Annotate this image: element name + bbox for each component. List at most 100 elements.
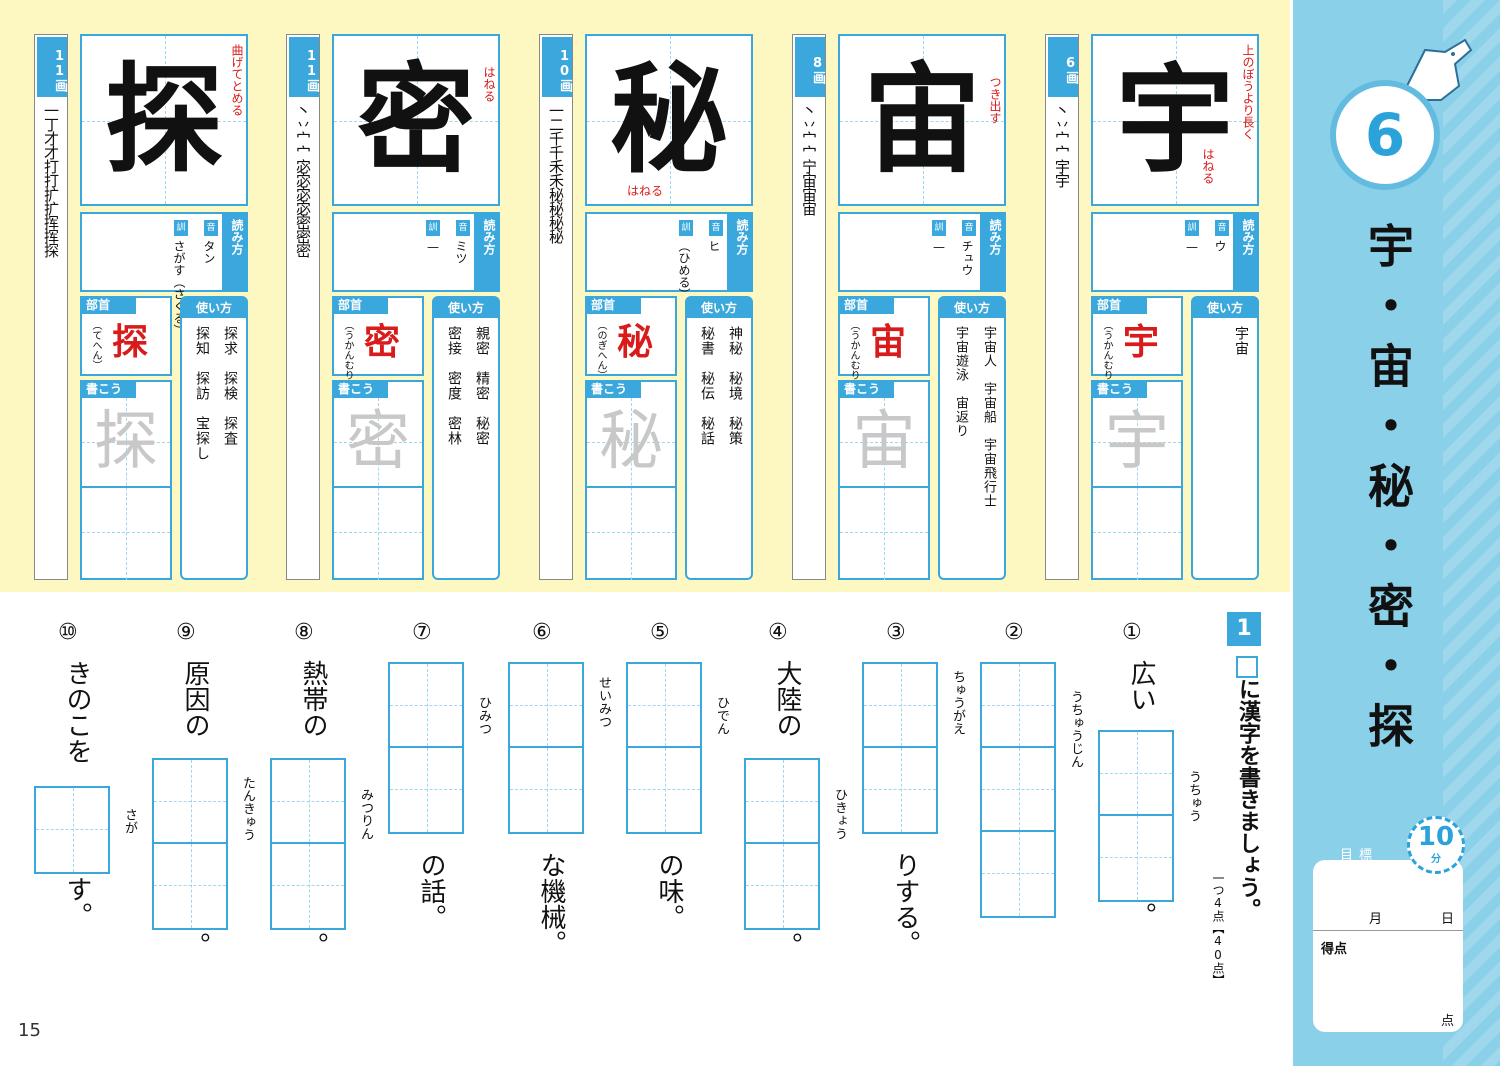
usage-tag: 使い方 xyxy=(182,298,246,318)
item-before: 原因の xyxy=(180,660,210,738)
on-reading: チュウ xyxy=(960,240,974,276)
question-header: 1 に漢字を書きましょう。 一つ4点【40点】 xyxy=(1211,612,1261,986)
radical-box: 部首 （てへん） 探 xyxy=(80,296,172,376)
kun-tag: 訓 xyxy=(426,220,440,236)
usage-box: 使い方 探求 探検 探査 探知 探訪 宝探し xyxy=(180,296,248,580)
item-number: ② xyxy=(1004,620,1024,645)
reading-tag: 読み方 xyxy=(474,214,498,290)
practice-box[interactable]: 書こう 宙 xyxy=(838,380,930,580)
stroke-order-column: 11画 丶丷宀宀宓宓宓宓密密密 xyxy=(286,34,320,580)
practice-box[interactable]: 書こう 秘 xyxy=(585,380,677,580)
item-number: ⑥ xyxy=(532,620,552,645)
item-after: 。 xyxy=(298,932,328,958)
timer-value: 10 xyxy=(1417,822,1455,852)
practice-box[interactable]: 書こう 密 xyxy=(332,380,424,580)
practice-box[interactable]: 書こう 探 xyxy=(80,380,172,580)
stroke-order-column: 6画 丶丷宀宀宇宇 xyxy=(1045,34,1079,580)
furigana: うちゅう xyxy=(1186,770,1201,822)
usage-line: 宇宙遊泳 宙返り xyxy=(953,326,968,438)
question-points: 一つ4点【40点】 xyxy=(1211,872,1225,986)
answer-box[interactable] xyxy=(388,662,464,834)
item-before: 熱帯の xyxy=(298,660,328,738)
question-item-10: ⑩ きのこを さが す。 xyxy=(32,620,137,1040)
usage-list: 親密 精密 秘密 密接 密度 密林 xyxy=(436,326,492,446)
practice-box[interactable]: 書こう 宇 xyxy=(1091,380,1183,580)
kun-reading: （ひめる） xyxy=(677,240,691,300)
item-number: ⑦ xyxy=(412,620,432,645)
item-before: きのこを xyxy=(62,660,92,764)
model-kanji-box: 探 曲げてとめる xyxy=(80,34,248,206)
radical-name: （うかんむり） xyxy=(1101,320,1112,390)
answer-box[interactable] xyxy=(508,662,584,834)
usage-line: 宇宙 xyxy=(1233,326,1249,356)
furigana: ひでん xyxy=(714,696,729,735)
timer-icon: 10 分 xyxy=(1407,816,1465,874)
stroke-note: 曲げてとめる xyxy=(230,44,244,116)
stroke-order-column: 8画 丶丷宀宀宁宙宙宙 xyxy=(792,34,826,580)
score-box: 月 日 得点 点 xyxy=(1313,860,1463,1032)
trace-kanji: 宙 xyxy=(852,405,916,479)
furigana: たんきゅう xyxy=(240,776,255,841)
stroke-count: 11画 xyxy=(37,37,67,97)
question-item-2: ② うちゅうじん xyxy=(978,620,1083,1040)
furigana: ひきょう xyxy=(832,788,847,840)
kun-reading: — xyxy=(426,240,440,254)
on-tag: 音 xyxy=(456,220,470,236)
answer-box[interactable] xyxy=(34,786,110,874)
stroke-count: 11画 xyxy=(289,37,319,97)
radical-tag: 部首 xyxy=(838,296,894,314)
radical-kanji: 宇 xyxy=(1123,322,1160,363)
on-reading: ウ xyxy=(1213,240,1227,252)
radical-tag: 部首 xyxy=(80,296,136,314)
lesson-number-badge: 6 xyxy=(1330,80,1440,190)
on-tag: 音 xyxy=(204,220,218,236)
answer-box[interactable] xyxy=(980,662,1056,918)
radical-kanji: 秘 xyxy=(617,322,654,363)
item-after: す。 xyxy=(62,876,92,928)
answer-box[interactable] xyxy=(862,662,938,834)
kun-tag: 訓 xyxy=(679,220,693,236)
answer-box[interactable] xyxy=(152,758,228,930)
model-kanji: 密 xyxy=(356,50,475,189)
month-label: 月 xyxy=(1369,912,1383,927)
model-kanji: 秘 xyxy=(609,50,728,189)
answer-box[interactable] xyxy=(1098,730,1174,902)
on-tag: 音 xyxy=(1215,220,1229,236)
stroke-sequence: 丶丷宀宀宓宓宓宓密密密 xyxy=(294,103,312,257)
radical-kanji: 宙 xyxy=(870,322,907,363)
answer-box[interactable] xyxy=(270,758,346,930)
stroke-count: 10画 xyxy=(542,37,572,97)
usage-list: 宇宙人 宇宙船 宇宙飛行士 宇宙遊泳 宙返り xyxy=(942,326,998,508)
question-item-6: ⑥ せいみつ な機械。 xyxy=(506,620,611,1040)
item-number: ① xyxy=(1122,620,1142,645)
stroke-note: はねる xyxy=(627,184,664,198)
item-before: 大陸の xyxy=(772,660,802,738)
furigana: さが xyxy=(122,808,137,834)
stroke-note: つき出す xyxy=(988,76,1002,124)
item-after: りする。 xyxy=(890,852,920,956)
item-number: ⑤ xyxy=(650,620,670,645)
stroke-order-column: 11画 一丁才才打打扩扩挥挥探 xyxy=(34,34,68,580)
on-tag: 音 xyxy=(709,220,723,236)
kun-reading: — xyxy=(1185,240,1199,254)
usage-tag: 使い方 xyxy=(434,298,498,318)
reading-box: 読み方 音 訓 ウ — xyxy=(1091,212,1259,292)
kanji-card-tan: 11画 一丁才才打打扩扩挥挥探 探 曲げてとめる 読み方 音 訓 タン さがす（… xyxy=(34,34,248,580)
radical-box: 部首 （うかんむり） 宇 xyxy=(1091,296,1183,390)
model-kanji-box: 宇 上のぼうより長く はねる xyxy=(1091,34,1259,206)
model-kanji-box: 秘 はねる xyxy=(585,34,753,206)
trace-kanji: 密 xyxy=(346,405,410,479)
model-kanji-box: 宙 つき出す xyxy=(838,34,1006,206)
practice-tag: 書こう xyxy=(585,380,641,398)
usage-line: 宇宙人 宇宙船 宇宙飛行士 xyxy=(981,326,996,508)
reading-box: 読み方 音 訓 タン さがす（さぐる） xyxy=(80,212,248,336)
goal-label: 目標 xyxy=(1340,848,1379,863)
usage-line: 密接 密度 密林 xyxy=(446,326,462,446)
usage-tag: 使い方 xyxy=(1193,298,1257,318)
item-number: ⑨ xyxy=(176,620,196,645)
answer-box[interactable] xyxy=(626,662,702,834)
model-kanji: 宇 xyxy=(1115,50,1234,189)
answer-box[interactable] xyxy=(744,758,820,930)
usage-line: 秘書 秘伝 秘話 xyxy=(699,326,715,446)
reading-tag: 読み方 xyxy=(980,214,1004,290)
